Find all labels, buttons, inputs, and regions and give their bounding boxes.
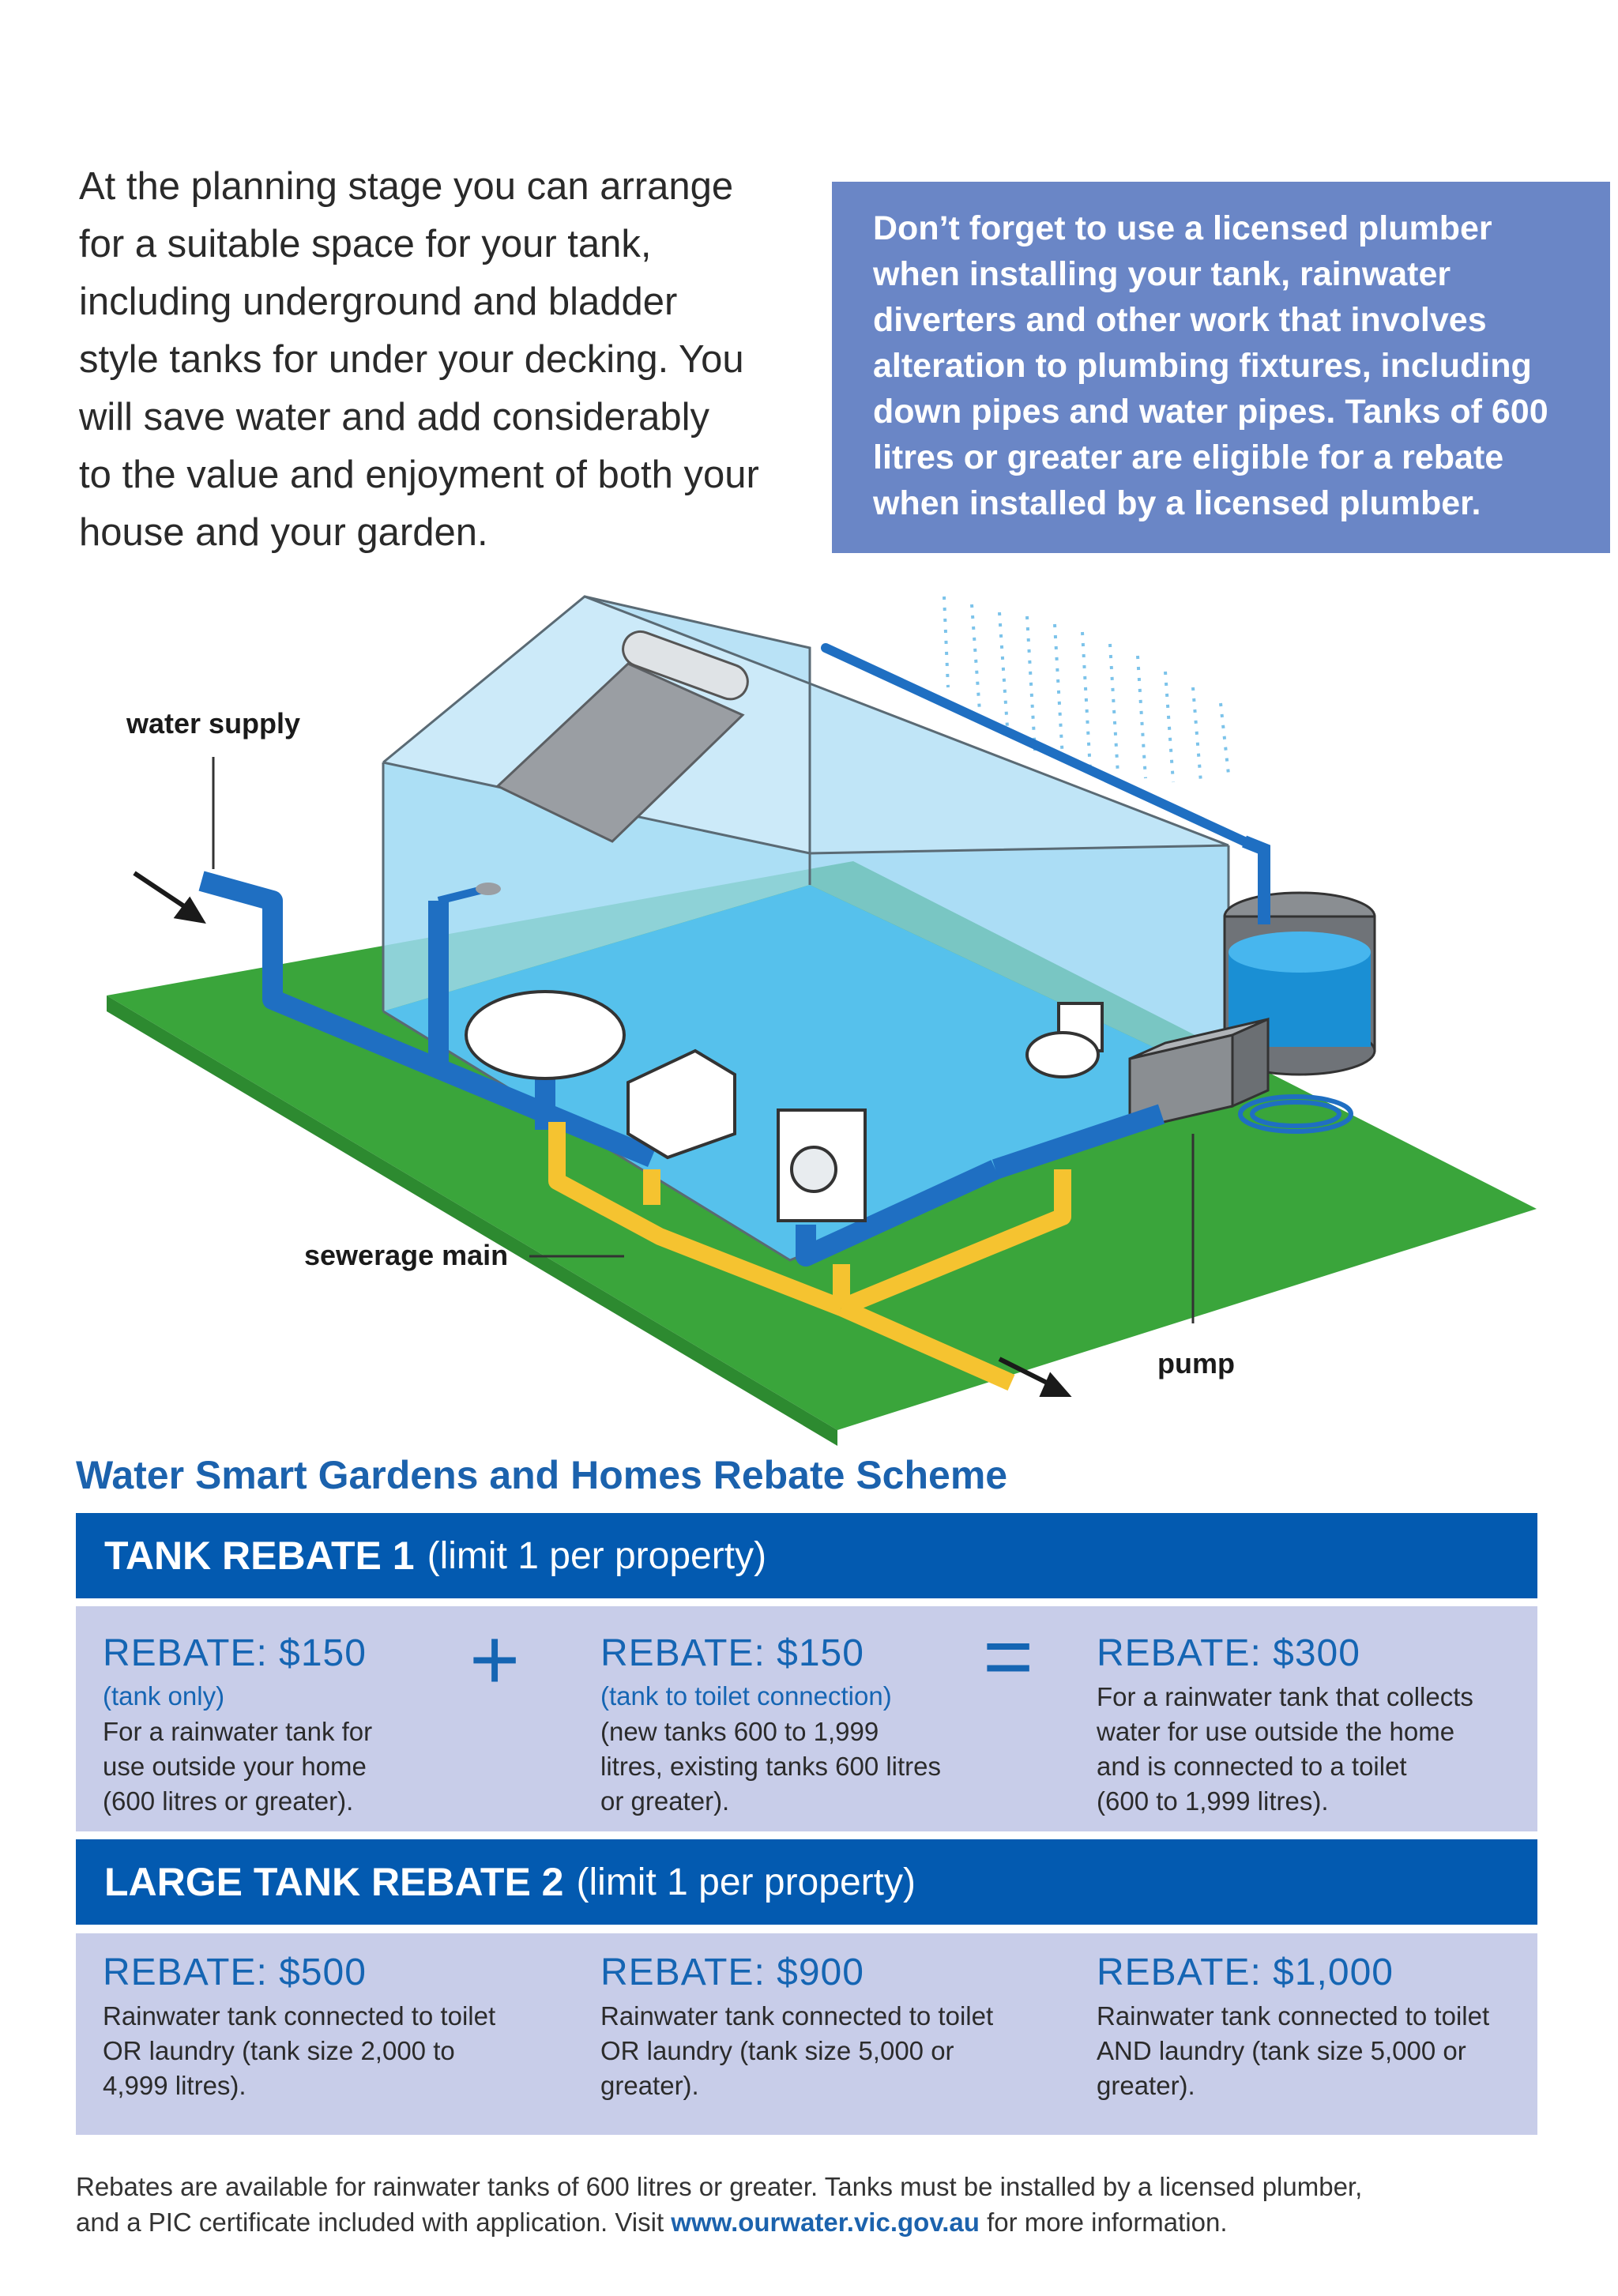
house-right-wall (810, 845, 1229, 1082)
large-tank-rebate-2-title: LARGE TANK REBATE 2 (104, 1860, 564, 1904)
rain-drops (943, 596, 1230, 783)
desc-line: use outside your home (103, 1752, 367, 1781)
pump-label: pump (1157, 1347, 1235, 1379)
bath-tub (465, 990, 626, 1080)
desc-line: (600 to 1,999 litres). (1097, 1786, 1329, 1816)
solar-panel (495, 662, 745, 843)
desc-line: For a rainwater tank that collects (1097, 1682, 1473, 1711)
website-link[interactable]: www.ourwater.vic.gov.au (671, 2208, 980, 2237)
house-left-wall (383, 762, 810, 1011)
intro-line: for a suitable space for your tank, (79, 223, 652, 265)
intro-line: style tanks for under your decking. You (79, 338, 744, 381)
house-plumbing-illustration (107, 595, 1537, 1446)
house-plumbing-diagram: water supply sewerage main pump (0, 569, 1618, 1446)
large-tank-rebate-2-header: LARGE TANK REBATE 2 (limit 1 per propert… (76, 1839, 1537, 1925)
rebate-scheme-title: Water Smart Gardens and Homes Rebate Sch… (76, 1453, 1008, 1497)
desc-line: Rainwater tank connected to toilet (1097, 2001, 1490, 2031)
footer-line-2-post: for more information. (979, 2208, 1228, 2237)
desc-line: AND laundry (tank size 5,000 or (1097, 2036, 1466, 2065)
rebate-subtitle: (tank to toilet connection) (600, 1681, 892, 1711)
downpipe (1242, 835, 1270, 924)
rebate-description: Rainwater tank connected to toilet AND l… (1097, 1999, 1523, 2103)
large-tank-rebate-2-limit: (limit 1 per property) (576, 1861, 916, 1903)
callout-line: diverters and other work that involves (873, 301, 1487, 339)
intro-line: to the value and enjoyment of both your (79, 454, 759, 496)
house-roof-right (585, 597, 1229, 853)
plumber-callout-box: Don’t forget to use a licensed plumber w… (832, 182, 1610, 553)
intro-paragraph: At the planning stage you can arrange fo… (79, 158, 790, 562)
desc-line: 4,999 litres). (103, 2071, 246, 2100)
rebate-description: (new tanks 600 to 1,999 litres, existing… (600, 1714, 1027, 1819)
rebate-option-tank-only: REBATE: $150 (tank only) For a rainwater… (103, 1632, 529, 1819)
callout-line: when installed by a licensed plumber. (873, 484, 1481, 522)
rebate-option-total: REBATE: $300 For a rainwater tank that c… (1097, 1632, 1523, 1819)
desc-line: (600 litres or greater). (103, 1786, 354, 1816)
footer-note: Rebates are available for rainwater tank… (76, 2169, 1537, 2240)
intro-line: including underground and bladder (79, 280, 678, 323)
desc-line: Rainwater tank connected to toilet (103, 2001, 496, 2031)
tank-rebate-1-limit: (limit 1 per property) (427, 1534, 767, 1577)
desc-line: (new tanks 600 to 1,999 (600, 1717, 879, 1746)
intro-line: house and your garden. (79, 511, 488, 554)
equals-sign: = (983, 1608, 1034, 1705)
desc-line: OR laundry (tank size 5,000 or (600, 2036, 954, 2065)
callout-line: when installing your tank, rainwater (873, 255, 1451, 293)
tank-rebate-1-panel: REBATE: $150 (tank only) For a rainwater… (76, 1606, 1537, 1831)
footer-line-1: Rebates are available for rainwater tank… (76, 2172, 1363, 2201)
rebate-option-500: REBATE: $500 Rainwater tank connected to… (103, 1951, 529, 2103)
grass-ground-edge (107, 996, 837, 1446)
tank-rebate-1-header: TANK REBATE 1 (limit 1 per property) (76, 1513, 1537, 1598)
desc-line: litres, existing tanks 600 litres (600, 1752, 942, 1781)
flow-arrows (133, 871, 1072, 1397)
rebate-description: For a rainwater tank for use outside you… (103, 1714, 529, 1819)
desc-line: OR laundry (tank size 2,000 to (103, 2036, 455, 2065)
rebate-option-1000: REBATE: $1,000 Rainwater tank connected … (1097, 1951, 1523, 2103)
tank-water-surface (1229, 932, 1371, 973)
rebate-description: Rainwater tank connected to toilet OR la… (600, 1999, 1027, 2103)
desc-line: greater). (600, 2071, 699, 2100)
roof-gutter (821, 643, 1249, 846)
rebate-amount: REBATE: $150 (600, 1632, 864, 1674)
footer-line-2-pre: and a PIC certificate included with appl… (76, 2208, 672, 2237)
callout-line: Don’t forget to use a licensed plumber (873, 209, 1492, 247)
callout-line: alteration to plumbing fixtures, includi… (873, 347, 1532, 385)
large-tank-rebate-2-panel: REBATE: $500 Rainwater tank connected to… (76, 1933, 1537, 2135)
desc-line: greater). (1097, 2071, 1195, 2100)
intro-line: will save water and add considerably (79, 396, 710, 438)
desc-line: or greater). (600, 1786, 730, 1816)
rebate-description: For a rainwater tank that collects water… (1097, 1680, 1523, 1819)
sewerage-main-label: sewerage main (304, 1239, 509, 1271)
rebate-description: Rainwater tank connected to toilet OR la… (103, 1999, 529, 2103)
water-supply-label: water supply (126, 707, 301, 740)
plus-sign: + (469, 1611, 521, 1708)
label-leaders (212, 757, 1195, 1323)
rebate-amount: REBATE: $300 (1097, 1632, 1360, 1674)
rebate-option-900: REBATE: $900 Rainwater tank connected to… (600, 1951, 1027, 2103)
toilet-bowl (1025, 1031, 1100, 1078)
sewer-pipes (548, 1122, 1071, 1391)
callout-text: Don’t forget to use a licensed plumber w… (873, 205, 1578, 526)
desc-line: water for use outside the home (1097, 1717, 1455, 1746)
rebate-amount: REBATE: $500 (103, 1952, 367, 1993)
callout-line: down pipes and water pipes. Tanks of 600 (873, 393, 1548, 431)
rebate-option-toilet-connection: REBATE: $150 (tank to toilet connection)… (600, 1632, 1027, 1819)
rebate-amount: REBATE: $1,000 (1097, 1952, 1394, 1993)
desc-line: For a rainwater tank for (103, 1717, 373, 1746)
callout-line: litres or greater are eligible for a reb… (873, 438, 1504, 476)
tank-rebate-1-title: TANK REBATE 1 (104, 1534, 415, 1578)
rebate-amount: REBATE: $900 (600, 1952, 864, 1993)
rebate-subtitle: (tank only) (103, 1681, 225, 1711)
intro-line: At the planning stage you can arrange (79, 165, 734, 208)
garden-hose (1238, 1094, 1353, 1134)
solar-tank-roll (622, 630, 749, 701)
desc-line: and is connected to a toilet (1097, 1752, 1407, 1781)
desc-line: Rainwater tank connected to toilet (600, 2001, 994, 2031)
rebate-amount: REBATE: $150 (103, 1632, 367, 1674)
vanity-basin (627, 1048, 736, 1160)
